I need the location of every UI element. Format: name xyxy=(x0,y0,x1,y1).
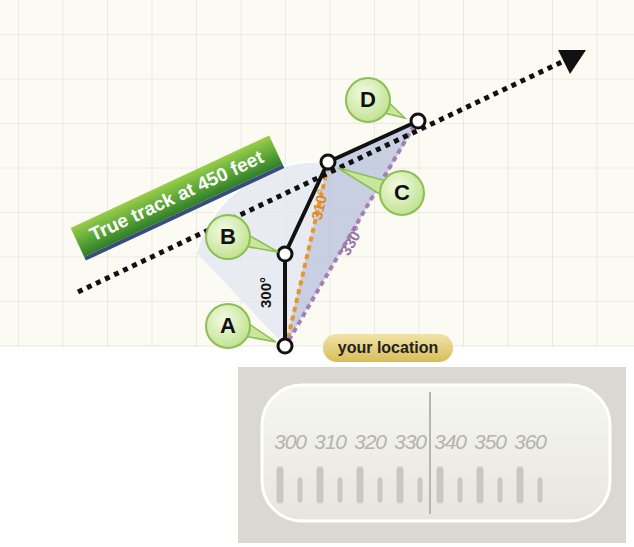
callout-bubble xyxy=(380,171,424,215)
flight-path xyxy=(285,121,418,346)
compass-number: 360 xyxy=(514,430,546,454)
grid xyxy=(0,0,634,347)
tick xyxy=(538,480,543,500)
compass-number: 320 xyxy=(354,430,386,454)
tick xyxy=(458,480,463,500)
compass-number: 310 xyxy=(314,430,346,454)
heading-330-line xyxy=(289,124,415,340)
callout-letter: C xyxy=(394,180,410,206)
callout-bubble xyxy=(346,78,390,122)
compass-ticks xyxy=(280,470,540,500)
callout-circle: D xyxy=(348,80,388,120)
tick xyxy=(418,480,423,500)
waypoints xyxy=(278,114,425,353)
callout-letter: D xyxy=(360,87,376,113)
tick xyxy=(317,470,324,500)
arrowhead xyxy=(558,50,586,74)
callout-circle: B xyxy=(208,217,248,257)
callout-bubble xyxy=(206,304,250,348)
compass-panel xyxy=(238,367,626,543)
compass-number: 300 xyxy=(274,430,306,454)
compass-window xyxy=(262,385,610,521)
tick xyxy=(437,470,444,500)
lubber-line xyxy=(429,392,431,514)
tick xyxy=(397,470,404,500)
track-wedge xyxy=(285,121,418,346)
tick xyxy=(338,480,343,500)
grid-ground xyxy=(0,0,634,347)
tick xyxy=(477,470,484,500)
callout-bubble xyxy=(206,215,250,259)
tick xyxy=(298,480,303,500)
tick xyxy=(498,480,503,500)
compass-number: 330 xyxy=(394,430,426,454)
callout-letter: B xyxy=(220,224,236,250)
compass-number: 350 xyxy=(474,430,506,454)
callout-circle: A xyxy=(208,306,248,346)
callout-letter: A xyxy=(220,313,236,339)
tick xyxy=(277,470,284,500)
tick xyxy=(517,470,524,500)
tick xyxy=(357,470,364,500)
tick xyxy=(378,480,383,500)
callout-circle: C xyxy=(382,173,422,213)
callout-tails xyxy=(240,98,405,342)
location-text: your location xyxy=(338,339,438,357)
heading-label: 300° xyxy=(258,276,275,307)
location-pill: your location xyxy=(323,334,453,362)
compass-number: 340 xyxy=(434,430,466,454)
